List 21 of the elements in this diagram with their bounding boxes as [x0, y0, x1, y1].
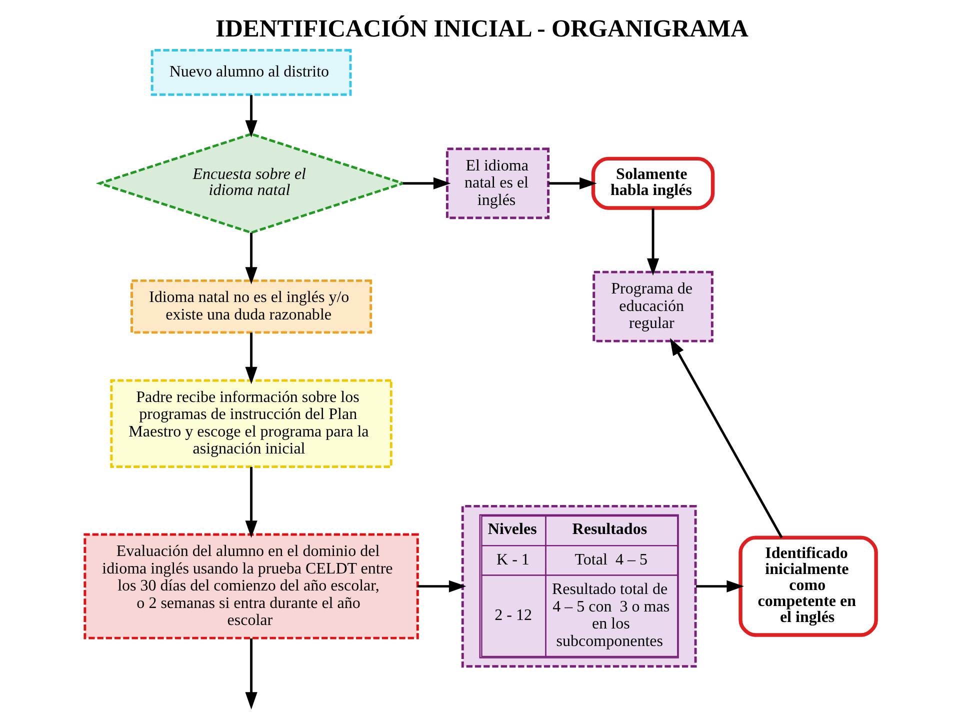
arrow [244, 638, 257, 710]
node-box: El idioma natal es el inglés [446, 148, 549, 220]
node-box: Padre recibe información sobre los programas de instrucción del Plan Maestro y escoge el programa para la asignación inicial [110, 379, 392, 468]
arrow [244, 232, 257, 284]
node-box: Idioma natal no es el inglés y/o existe una duda razonable [130, 279, 372, 334]
arrow [244, 95, 257, 138]
arrow [548, 177, 596, 190]
node-box: Solamente habla inglés [590, 156, 714, 210]
arrow [244, 332, 257, 384]
arrow [402, 177, 450, 190]
arrow [417, 580, 466, 592]
node-box: Identificado inicialmente como competente en el inglés [738, 536, 878, 637]
node-box: Nuevo alumno al distrito [150, 49, 352, 96]
arrow [695, 580, 744, 592]
node-box: Niveles Resultados K - 1 Total 4 – 5 2 - 12 Resultado total de 4 – 5 con 3 o mas en los subcomponentes [460, 504, 696, 668]
node-box: Evaluación del alumno en el dominio del idioma inglés usando la prueba CELDT entre los 30 días del comienzo del año escolar, o 2 semanas si entra durante el año escolar [83, 533, 418, 640]
node-box: Programa de educación regular [592, 270, 713, 342]
arrow [669, 338, 782, 538]
diagram-title: IDENTIFICACIÓN INICIAL - ORGANIGRAMA [215, 16, 748, 43]
arrow [244, 466, 257, 538]
arrow [646, 208, 659, 276]
